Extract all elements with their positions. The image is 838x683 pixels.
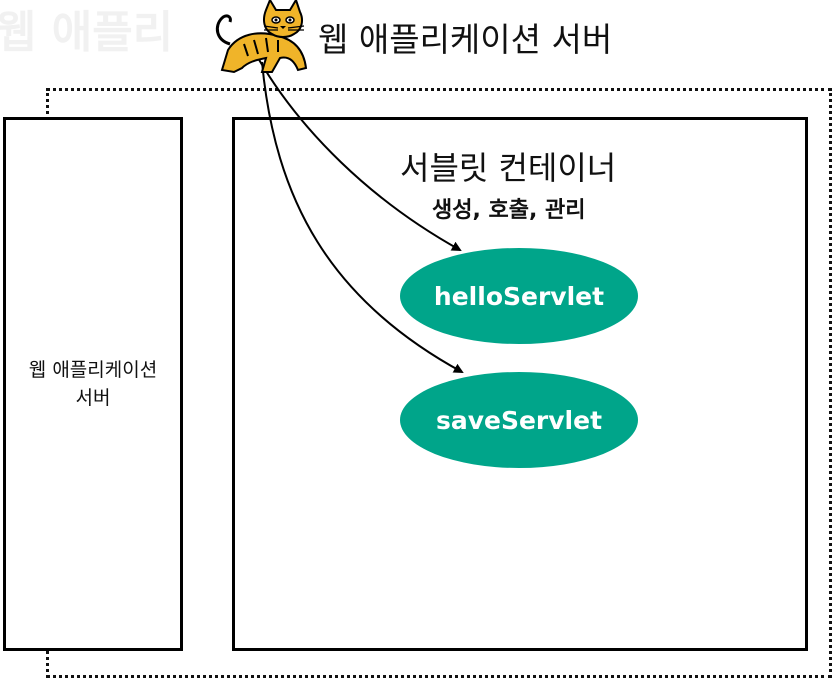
was-box: 웹 애플리케이션 서버 — [3, 117, 183, 651]
arrow-to-save-servlet — [261, 61, 464, 373]
arrow-to-hello-servlet — [257, 57, 462, 251]
page-title: 웹 애플리케이션 서버 — [318, 20, 613, 59]
save-servlet-node: saveServlet — [400, 372, 638, 468]
was-box-label: 웹 애플리케이션 서버 — [28, 359, 158, 409]
hello-servlet-node: helloServlet — [400, 248, 638, 344]
servlet-container-subtitle: 생성, 호출, 관리 — [432, 198, 586, 223]
servlet-container-title: 서블릿 컨테이너 — [400, 149, 617, 187]
tomcat-cat-icon — [215, 0, 308, 74]
background-faded-text: 웹 애플리 — [0, 7, 174, 58]
save-servlet-label: saveServlet — [435, 405, 603, 435]
hello-servlet-label: helloServlet — [433, 281, 605, 311]
